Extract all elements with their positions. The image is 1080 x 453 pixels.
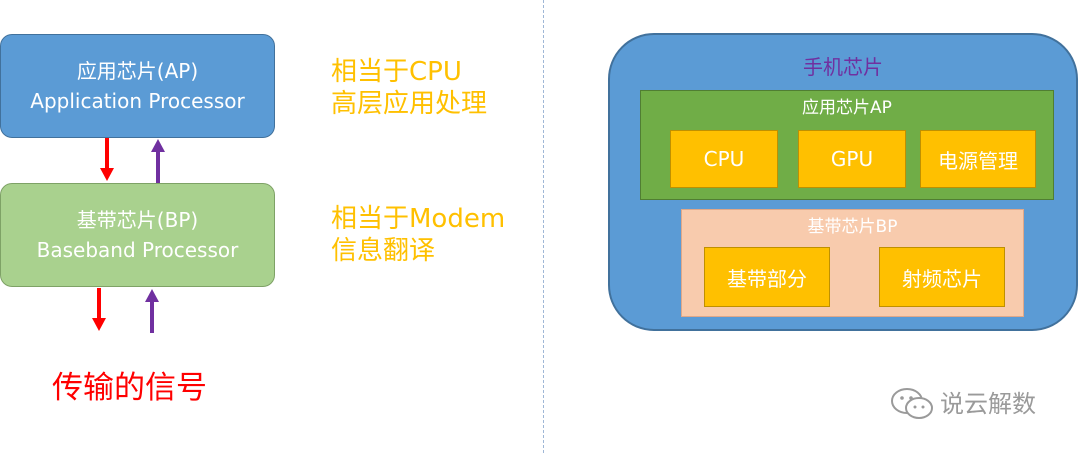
arrow-up-icon — [145, 289, 159, 333]
bp-chip-label-cn: 基带芯片(BP) — [76, 208, 199, 232]
arrow-up-icon — [151, 139, 165, 183]
watermark: 说云解数 — [890, 384, 1036, 424]
ap-chip-box: 应用芯片(AP) Application Processor — [0, 34, 275, 138]
gpu-block: GPU — [798, 130, 906, 188]
arrow-down-icon — [92, 288, 106, 331]
bp-note: 相当于Modem 信息翻译 — [331, 203, 505, 267]
ap-chip-label-cn: 应用芯片(AP) — [76, 59, 199, 83]
ap-chip-label-en: Application Processor — [30, 89, 245, 113]
ap-inner-title: 应用芯片AP — [802, 98, 892, 118]
watermark-text: 说云解数 — [940, 390, 1036, 418]
cpu-block: CPU — [670, 130, 778, 188]
wechat-icon — [891, 388, 933, 419]
bp-inner-title: 基带芯片BP — [807, 217, 898, 237]
bp-chip-label-en: Baseband Processor — [36, 238, 239, 262]
bp-note-line1: 相当于Modem — [331, 204, 506, 234]
rf-chip-block: 射频芯片 — [879, 247, 1005, 307]
signal-arrows — [92, 138, 165, 333]
ap-note-line1: 相当于CPU — [331, 57, 462, 87]
ap-note-line2: 高层应用处理 — [331, 89, 488, 119]
power-management-block: 电源管理 — [920, 130, 1036, 188]
section-divider — [543, 0, 544, 453]
phone-chip-title: 手机芯片 — [803, 55, 883, 79]
bp-chip-box: 基带芯片(BP) Baseband Processor — [0, 183, 275, 287]
baseband-block: 基带部分 — [704, 247, 830, 307]
arrow-down-icon — [100, 138, 114, 181]
ap-note: 相当于CPU 高层应用处理 — [331, 56, 487, 120]
signal-label: 传输的信号 — [52, 370, 207, 406]
bp-note-line2: 信息翻译 — [331, 236, 436, 266]
